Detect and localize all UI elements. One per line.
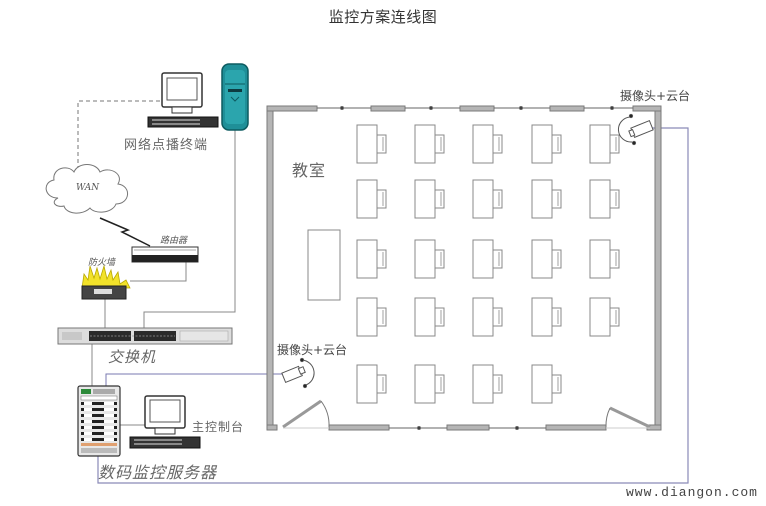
wan-router-link [99,217,151,247]
wan-cloud-icon [45,164,128,214]
switch-icon [57,327,233,345]
camera-top-right-label: 摄像头+云台 [620,89,691,103]
watermark: www.diangon.com [625,485,758,500]
wan-label: WAN [76,183,100,193]
diagram-title: 监控方案连线图 [328,8,438,26]
camera-left-label: 摄像头+云台 [277,343,348,357]
server-switch-link [143,130,236,328]
camera-top-right-icon [618,113,654,146]
switch-label: 交换机 [108,348,157,366]
right-camera-cable [97,127,689,484]
firewall-label: 防火墙 [88,258,116,268]
classroom-doors [282,399,651,429]
dvr-server-icon [77,385,121,457]
router-icon [131,246,199,263]
streaming-server-icon [221,63,249,131]
left-camera-cable [105,373,290,386]
router-label: 路由器 [160,236,188,246]
network-terminal-label: 网络点播终端 [124,138,209,153]
firewall-icon [81,264,131,300]
teacher-desk [307,229,341,301]
console-pc-icon [129,395,201,449]
classroom-windows [317,106,633,430]
router-firewall-link [130,262,187,282]
student-desks [356,124,620,404]
camera-left-icon [281,357,315,389]
console-label: 主控制台 [192,420,245,434]
dvr-server-label: 数码监控服务器 [98,463,218,482]
classroom-label: 教室 [292,161,327,180]
terminal-pc-icon [147,72,219,128]
